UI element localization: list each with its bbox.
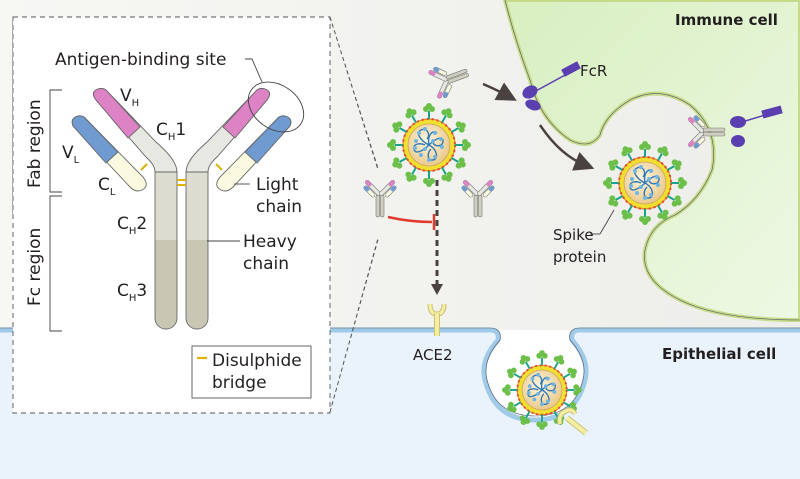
legend: Disulphide bridge xyxy=(191,345,312,399)
virus-phagocytosed xyxy=(603,141,687,225)
light-chain-label-1: Light xyxy=(256,175,299,195)
fcr-label: FcR xyxy=(580,62,607,80)
cl-label: CL xyxy=(98,175,116,198)
heavy-chain-stem-left xyxy=(154,171,178,330)
ace2-label: ACE2 xyxy=(413,346,453,364)
vl-label: VL xyxy=(62,143,80,166)
antigen-binding-site-ellipse xyxy=(247,81,305,133)
immune-cell-label: Immune cell xyxy=(675,11,778,29)
disulphide-bridges xyxy=(140,163,223,186)
virus-neutralized xyxy=(387,103,471,187)
antibody-right xyxy=(458,178,498,218)
ch3-label: CH3 xyxy=(117,281,147,304)
antibody-left xyxy=(360,178,400,218)
ace2-bound xyxy=(557,407,588,436)
ch2-label: CH2 xyxy=(117,214,147,237)
zoom-line-bottom xyxy=(329,239,379,413)
zoom-line-top xyxy=(329,16,379,169)
arrow-phagocytosis xyxy=(538,124,595,171)
antibody-top xyxy=(425,54,475,104)
fcr-receptor xyxy=(522,61,581,111)
epithelial-cell-label: Epithelial cell xyxy=(662,345,776,363)
heavy-chain-label-2: chain xyxy=(243,254,289,274)
heavy-chain-arm-right xyxy=(185,87,270,173)
spike-protein-label-1: Spike xyxy=(553,226,594,244)
light-chain-left xyxy=(71,115,147,192)
spike-protein-label-2: protein xyxy=(553,248,606,266)
fc-bracket xyxy=(49,195,62,332)
epithelial-membrane xyxy=(0,327,800,423)
vh-label: VH xyxy=(120,86,139,109)
legend-label-2: bridge xyxy=(212,373,267,393)
ch1-label: CH1 xyxy=(156,120,186,143)
fab-region-label: Fab region xyxy=(25,99,45,188)
fc-region-label: Fc region xyxy=(25,228,45,306)
ace2-receptor xyxy=(427,303,447,336)
inhibition-symbol xyxy=(387,215,433,224)
legend-label-1: Disulphide xyxy=(212,351,302,371)
arrow-to-fcr xyxy=(482,82,517,101)
antigen-binding-site-label: Antigen-binding site xyxy=(55,50,226,70)
heavy-chain-label-1: Heavy xyxy=(243,232,297,252)
light-chain-right xyxy=(216,115,292,192)
light-chain-label-2: chain xyxy=(256,197,302,217)
fab-bracket xyxy=(49,89,62,193)
antibody-fcr-bound xyxy=(686,112,726,152)
heavy-chain-stem-right xyxy=(185,171,209,330)
fcr-receptor-bound xyxy=(730,105,783,147)
heavy-chain-arm-left xyxy=(93,87,178,173)
